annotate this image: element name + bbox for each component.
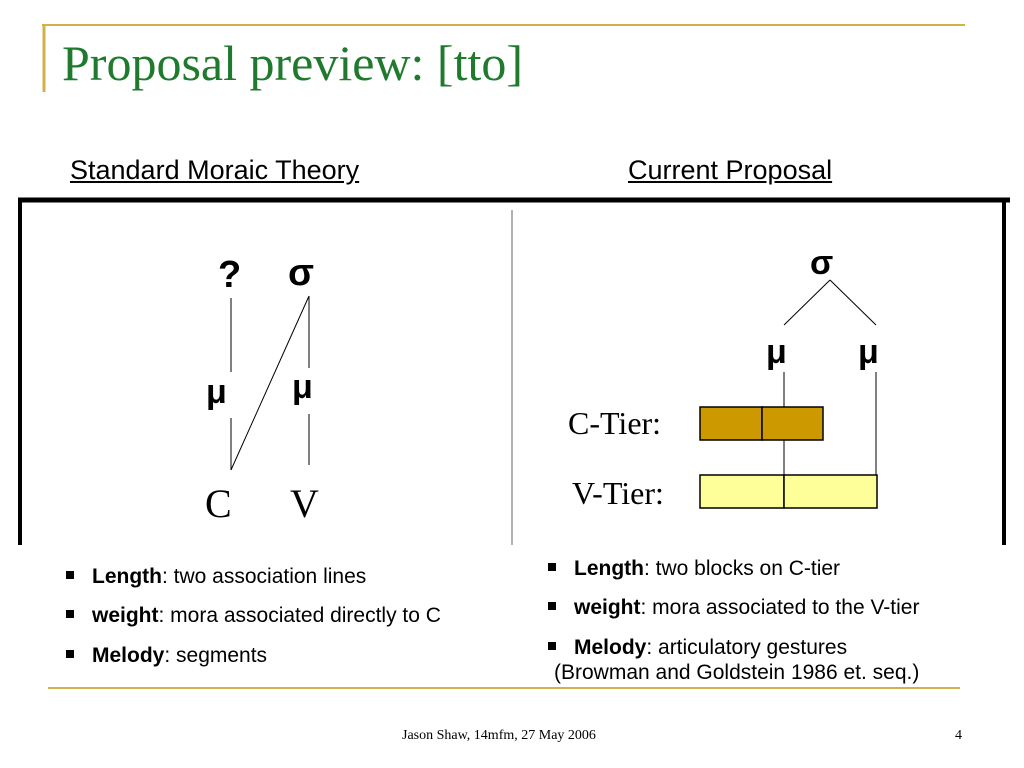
bullet-text: : two blocks on C-tier [643,557,841,580]
bullet-marker [66,650,74,658]
bullet-marker [66,571,74,579]
vowel-segment: V [290,481,319,526]
mu-node-right: μ [858,333,879,371]
mu-node-left: μ [206,373,227,411]
consonant-segment: C [205,481,232,526]
assoc-line-sigma-c [230,295,310,471]
bullet-text: : mora associated directly to C [158,604,441,627]
v-tier-block-2 [783,474,878,509]
right-bullet-list: Length: two blocks on C-tier weight: mor… [548,558,1018,688]
v-tier-block-1 [699,474,785,509]
tree-line-sigma-mu-left [783,279,831,326]
bullet-marker [548,563,556,571]
bullet-marker [66,610,74,618]
sigma-node: σ [288,252,314,294]
v-tier-label: V-Tier: [572,475,664,511]
page-number: 4 [955,728,962,743]
slide-title: Proposal preview: [tto] [62,35,524,91]
footer-credit: Jason Shaw, 14mfm, 27 May 2006 [402,728,596,743]
c-tier-block-2 [761,406,824,441]
bullet-term: Melody [574,636,647,659]
c-tier-label: C-Tier: [568,405,662,441]
bullet-term: weight [574,596,641,619]
mu-node-right: μ [292,368,313,406]
bullet-text: : two association lines [161,565,367,588]
bullet-term: Length [574,557,644,580]
bullet-text: : segments [164,644,268,667]
left-column-heading: Standard Moraic Theory [70,155,360,185]
bullet-term: Length [92,565,162,588]
mu-node-left: μ [766,333,787,371]
bullet-term: Melody [92,644,165,667]
bullet-marker [548,642,556,650]
c-tier-block-1 [699,406,763,441]
left-bullet-list: Length: two association lines weight: mo… [66,566,516,676]
bullet-marker [548,602,556,610]
bullet-text: : mora associated to the V-tier [640,596,920,619]
question-mark-node: ? [218,254,242,296]
right-column-heading: Current Proposal [628,155,833,185]
sigma-node: σ [810,244,834,282]
bullet-term: weight [92,604,159,627]
citation: (Browman and Goldstein 1986 et. seq.) [554,661,920,684]
tree-line-sigma-mu-right [829,279,877,326]
bullet-text: : articulatory gestures [646,636,848,659]
